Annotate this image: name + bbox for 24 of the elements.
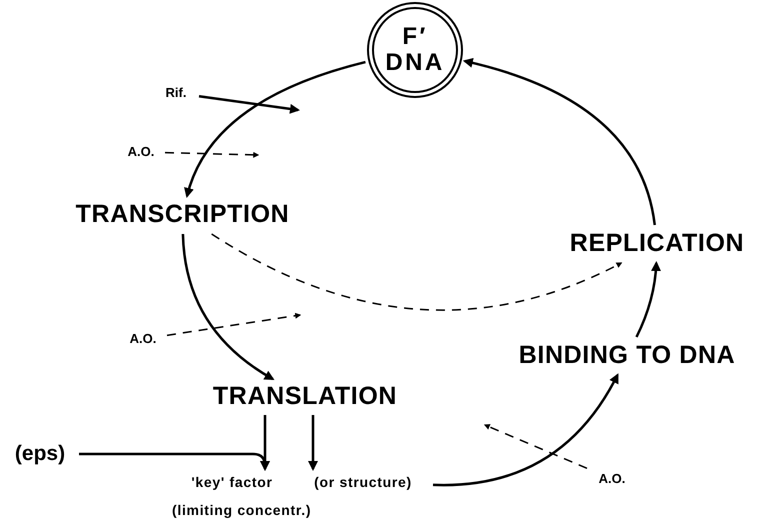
inhibitor-label: Rif. [156,84,196,102]
arrow [308,415,318,471]
dashed-arrow [211,233,622,311]
arrow [198,94,300,114]
dashed-arrow [166,312,302,336]
note-text: (limiting concentr.) [172,501,312,520]
arrow [433,373,619,486]
arrow [182,234,274,380]
inhibitor-label: A.O. [122,330,164,348]
inhibitor-label: A.O. [120,143,162,161]
arrow [184,60,366,198]
product-label: 'key' factor [170,472,294,492]
input-label: (eps) [4,440,76,468]
arrow [462,58,656,226]
inhibitor-label: A.O. [590,470,634,488]
process-label: REPLICATION [553,228,761,260]
process-label: TRANSCRIPTION [55,199,310,231]
arrow [260,415,270,471]
dashed-arrow [164,152,260,158]
arrow [635,261,661,338]
process-label: BINDING TO DNA [493,340,761,372]
process-label: TRANSLATION [195,382,415,412]
dashed-arrow [484,424,588,470]
product-label: (or structure) [296,472,430,492]
